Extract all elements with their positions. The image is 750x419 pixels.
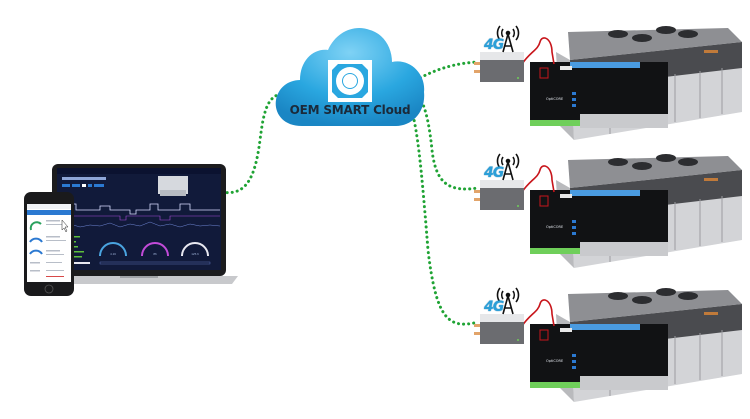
modem <box>474 180 524 210</box>
modem <box>474 52 524 82</box>
controller-label: OptiCORE <box>546 225 563 229</box>
cell-tower-icon <box>496 25 520 53</box>
cloud <box>270 22 430 132</box>
controller: OptiCORE <box>530 324 668 390</box>
site-2: OptiCORE 4G <box>470 150 750 280</box>
cloud-label: OEM SMART Cloud <box>289 103 411 117</box>
cable <box>521 299 555 327</box>
home-button <box>44 284 54 294</box>
modem-4g-label: 4G <box>484 37 504 53</box>
phone <box>24 192 74 296</box>
controller: OptiCORE <box>530 62 668 128</box>
link-cloud-site-3 <box>402 90 480 326</box>
phone-screen <box>27 204 71 282</box>
link-laptop-cloud <box>220 90 298 195</box>
gauge-1-value: 4.16 <box>110 252 116 256</box>
cable <box>521 37 555 65</box>
modem-4g-label: 4G <box>484 165 504 181</box>
gauge-1 <box>99 242 127 257</box>
gauge-2-value: 86 <box>153 252 157 256</box>
site-1: OptiCORE 4G <box>470 22 750 152</box>
modem-4g-label: 4G <box>484 299 504 315</box>
controller: OptiCORE <box>530 190 668 256</box>
cloud-logo-icon <box>328 60 372 102</box>
cursor-icon <box>61 219 69 233</box>
cell-tower-icon <box>496 287 520 315</box>
controller-label: OptiCORE <box>546 359 563 363</box>
cell-tower-icon <box>496 153 520 181</box>
modem <box>474 314 524 344</box>
controller-label: OptiCORE <box>546 97 563 101</box>
site-3: OptiCORE 4G <box>470 284 750 414</box>
laptop: 4.16 86 125.6 <box>40 164 240 288</box>
gauge-2 <box>141 242 169 257</box>
cable <box>521 165 555 193</box>
gauge-3-value: 125.6 <box>191 252 199 256</box>
gauge-3 <box>181 242 209 257</box>
